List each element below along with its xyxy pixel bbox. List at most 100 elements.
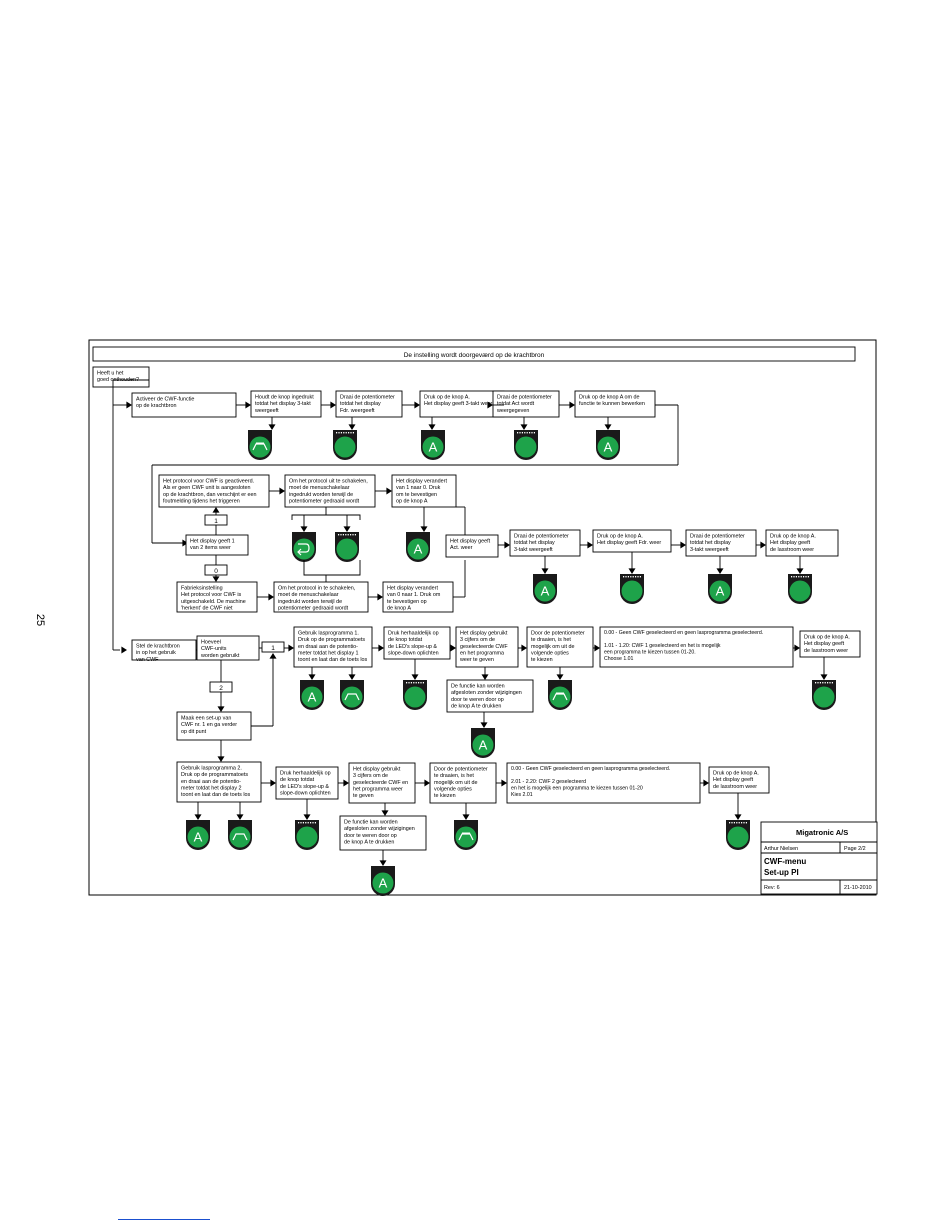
connector-line xyxy=(291,514,361,520)
box-text-line: weergegeven xyxy=(496,408,529,414)
box-text-line: een programma te kiezen tussen 01-20. xyxy=(604,650,696,656)
box-text-line: de knop A te drukken xyxy=(451,704,501,710)
title-block-rev: Rev: 6 xyxy=(764,885,780,891)
box-text-line: CWF nr. 1 en ga verder xyxy=(181,722,237,728)
box-text-line: te draaien, is het xyxy=(531,637,571,643)
potentiometer-icon xyxy=(812,680,836,710)
svg-text:A: A xyxy=(194,830,203,845)
box-text-line: geselecteerde CWF xyxy=(460,644,508,650)
box-uitschakelen: Om het protocol uit te schakelen,moet de… xyxy=(284,474,376,508)
box-text-line: Druk herhaaldelijk op xyxy=(280,770,331,776)
box-text-line: Activeer de CWF-functie xyxy=(136,396,194,402)
arrowhead xyxy=(428,424,436,430)
arrowhead xyxy=(411,674,419,680)
box-text-line: op dit punt xyxy=(181,729,207,735)
tag-label: 0 xyxy=(214,568,218,575)
arrowhead xyxy=(343,779,349,787)
box-text-line: ingedrukt worden terwijl de xyxy=(289,492,353,498)
arrowhead xyxy=(734,814,742,820)
arrowhead xyxy=(194,814,202,820)
box-text-line: Draai de potentiometer xyxy=(340,394,395,400)
box-text-line: totdat Act wordt xyxy=(497,401,535,407)
svg-text:A: A xyxy=(379,876,388,891)
box-text-line: de LED's slope-up & xyxy=(280,784,329,790)
box-text-line: de lasstroom weer xyxy=(713,784,757,790)
three-stroke-icon xyxy=(548,680,572,710)
arrowhead xyxy=(424,779,430,787)
arrowhead xyxy=(377,593,383,601)
button-a-icon: A xyxy=(186,820,210,850)
arrowhead xyxy=(794,644,800,652)
box-text-line: Het display geeft xyxy=(770,540,811,546)
box-text-line: De functie kan worden xyxy=(344,819,398,825)
button-a-icon: A xyxy=(708,574,732,604)
box-text-line: en het programma xyxy=(460,651,504,657)
box-text-line: te bevestigen op xyxy=(387,599,427,605)
box-text-line: Houdt de knop ingedrukt xyxy=(255,394,314,400)
box-text-line: totdat het display xyxy=(690,540,731,546)
header-text: De instelling wordt doorgeværd op de kra… xyxy=(404,352,545,359)
arrowhead xyxy=(450,644,456,652)
box-text-line: Door de potentiometer xyxy=(434,766,488,772)
box-text-line: toont en laat dan de toets los xyxy=(298,657,368,663)
header-box xyxy=(92,346,856,362)
title-block-title-line2: Set-up PI xyxy=(764,868,799,877)
box-text-line: Het display geeft 1 xyxy=(190,538,235,544)
box-text-line: en het is mogelijk een programma te kiez… xyxy=(511,786,643,792)
button-a-icon: A xyxy=(371,866,395,896)
box-text-line: worden gebruikt xyxy=(200,653,240,659)
box-text-line: Stel de krachtbron xyxy=(136,643,180,649)
potentiometer-icon xyxy=(335,532,359,562)
svg-text:A: A xyxy=(479,738,488,753)
box-text-line: meter totdat het display 1 xyxy=(298,651,359,657)
potentiometer-icon xyxy=(333,430,357,460)
arrowhead xyxy=(386,487,392,495)
slope-icon xyxy=(228,820,252,850)
box-text-line: op de krachtbron, dan verschijnt er een xyxy=(163,492,257,498)
box-text-line: Het display geeft 3-takt weer xyxy=(424,401,493,407)
box-text-line: moet de menuschakelaar xyxy=(289,485,350,491)
box-inschakelen: Om het protocol in te schakelen,moet de … xyxy=(273,581,369,613)
title-block-title-line1: CWF-menu xyxy=(764,857,806,866)
arrowhead xyxy=(680,541,686,549)
potentiometer-icon xyxy=(620,574,644,604)
arrowhead xyxy=(212,576,220,582)
diagram-frame xyxy=(88,339,877,896)
arrowhead xyxy=(481,674,489,680)
number-tag: 1 xyxy=(261,641,285,653)
arrowhead xyxy=(270,779,276,787)
box-text-line: De functie kan worden xyxy=(451,683,505,689)
box-text-line: CWF-units xyxy=(201,646,227,652)
box-text-line: Het protocol voor CWF is xyxy=(181,592,242,598)
box-text-line: te kiezen xyxy=(531,657,553,663)
arrowhead xyxy=(126,401,132,409)
box-text-line: potentiometer gedraaid wordt xyxy=(289,499,360,505)
box-text-line: 3-takt weergeeft xyxy=(514,547,553,553)
box-text-line: toont en laat dan de toets los xyxy=(181,792,251,798)
box-text-line: Het display geeft xyxy=(713,777,754,783)
arrowhead xyxy=(348,674,356,680)
arrowhead xyxy=(303,814,311,820)
box-text-line: Druk op de knop A. xyxy=(713,770,759,776)
title-block-page: Page 2/2 xyxy=(844,846,866,852)
arrowhead xyxy=(378,644,384,652)
arrowhead xyxy=(121,646,127,654)
box-text-line: Act. weer xyxy=(450,545,473,551)
box-text-line: de knop A xyxy=(387,606,411,612)
box-text-line: volgende opties xyxy=(434,787,472,793)
box-text-line: Druk op de knop A om de xyxy=(579,394,640,400)
box-text-line: afgesloten zonder wijzigingen xyxy=(451,690,522,696)
box-text-line: op de knop A xyxy=(396,499,428,505)
box-text-line: mogelijk om uit de xyxy=(434,780,477,786)
tag-label: 1 xyxy=(214,518,218,525)
box-gebruik1: Gebruik lasprogramma 1.Druk op de progra… xyxy=(293,626,373,668)
